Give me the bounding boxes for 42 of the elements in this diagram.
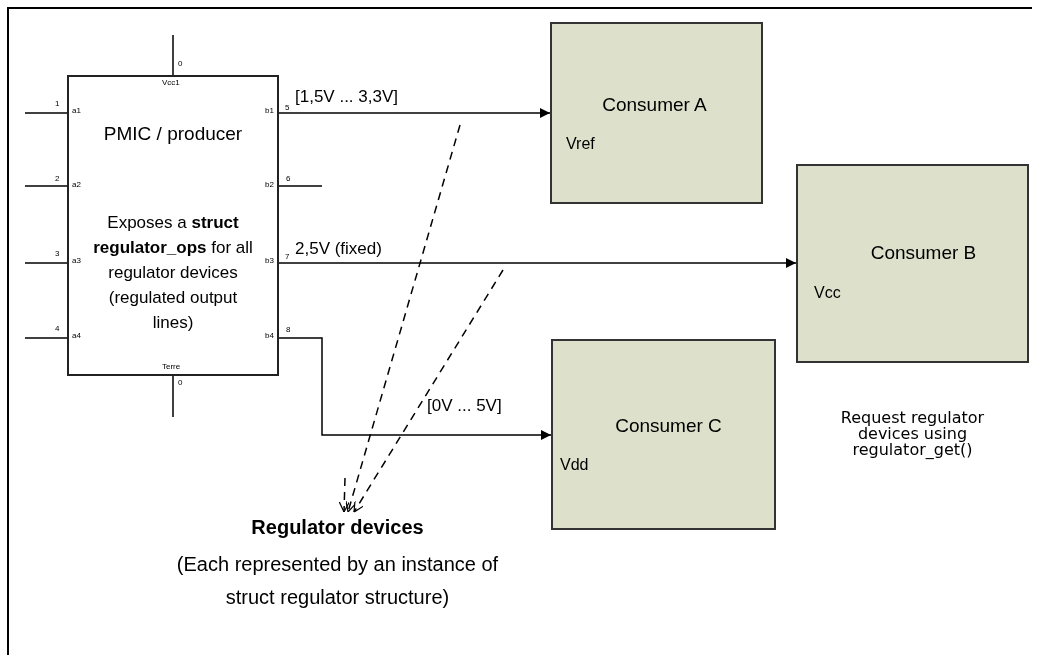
pin-label: a3 bbox=[72, 257, 81, 265]
pin-label: b1 bbox=[265, 107, 274, 115]
pin-label: Vcc1 bbox=[162, 79, 180, 87]
dashed-arrow bbox=[345, 124, 461, 513]
arrow bbox=[278, 258, 797, 268]
pin-label: 7 bbox=[285, 253, 290, 261]
consumer-box bbox=[550, 22, 763, 204]
pin-label: Terre bbox=[162, 363, 181, 371]
node-title: PMIC / producer bbox=[102, 122, 244, 146]
edge-label: [1,5V ... 3,3V] bbox=[294, 87, 399, 107]
pin-label: 0 bbox=[178, 60, 183, 68]
supply-pin-label: Vcc bbox=[814, 283, 841, 303]
pin-label: a1 bbox=[72, 107, 81, 115]
node-description: Exposes a struct regulator_ops for all regulator devices (regulated output lines) bbox=[92, 212, 254, 334]
node-description: (Each represented by an instance of struct regulator structure) bbox=[175, 552, 500, 610]
supply-pin-label: Vdd bbox=[560, 455, 589, 475]
consumer-name: Consumer B bbox=[869, 241, 978, 265]
consumer-box bbox=[551, 339, 776, 530]
pin-label: b4 bbox=[265, 332, 274, 340]
edge-label: [0V ... 5V] bbox=[426, 396, 503, 416]
pin-label: 3 bbox=[55, 250, 60, 258]
pin-label: 4 bbox=[55, 325, 60, 333]
dashed-arrow bbox=[338, 477, 350, 513]
note-text: Request regulator devices using regulator_get() bbox=[839, 410, 986, 458]
consumer-name: Consumer A bbox=[601, 93, 708, 117]
arrow bbox=[278, 108, 551, 118]
pin-label: 5 bbox=[285, 104, 290, 112]
supply-pin-label: Vref bbox=[566, 134, 595, 154]
pin-label: a2 bbox=[72, 181, 81, 189]
pin-label: 2 bbox=[55, 175, 60, 183]
consumer-box bbox=[796, 164, 1029, 363]
dashed-arrow bbox=[353, 269, 504, 513]
pin-label: 1 bbox=[55, 100, 60, 108]
pin-label: 8 bbox=[286, 326, 291, 334]
pin-label: a4 bbox=[72, 332, 81, 340]
edge-label: 2,5V (fixed) bbox=[294, 239, 383, 259]
pin-label: b2 bbox=[265, 181, 274, 189]
node-title: Regulator devices bbox=[250, 515, 425, 540]
arrow bbox=[278, 337, 552, 440]
chip-box bbox=[67, 75, 279, 376]
consumer-name: Consumer C bbox=[614, 414, 723, 438]
pin-label: b3 bbox=[265, 257, 274, 265]
